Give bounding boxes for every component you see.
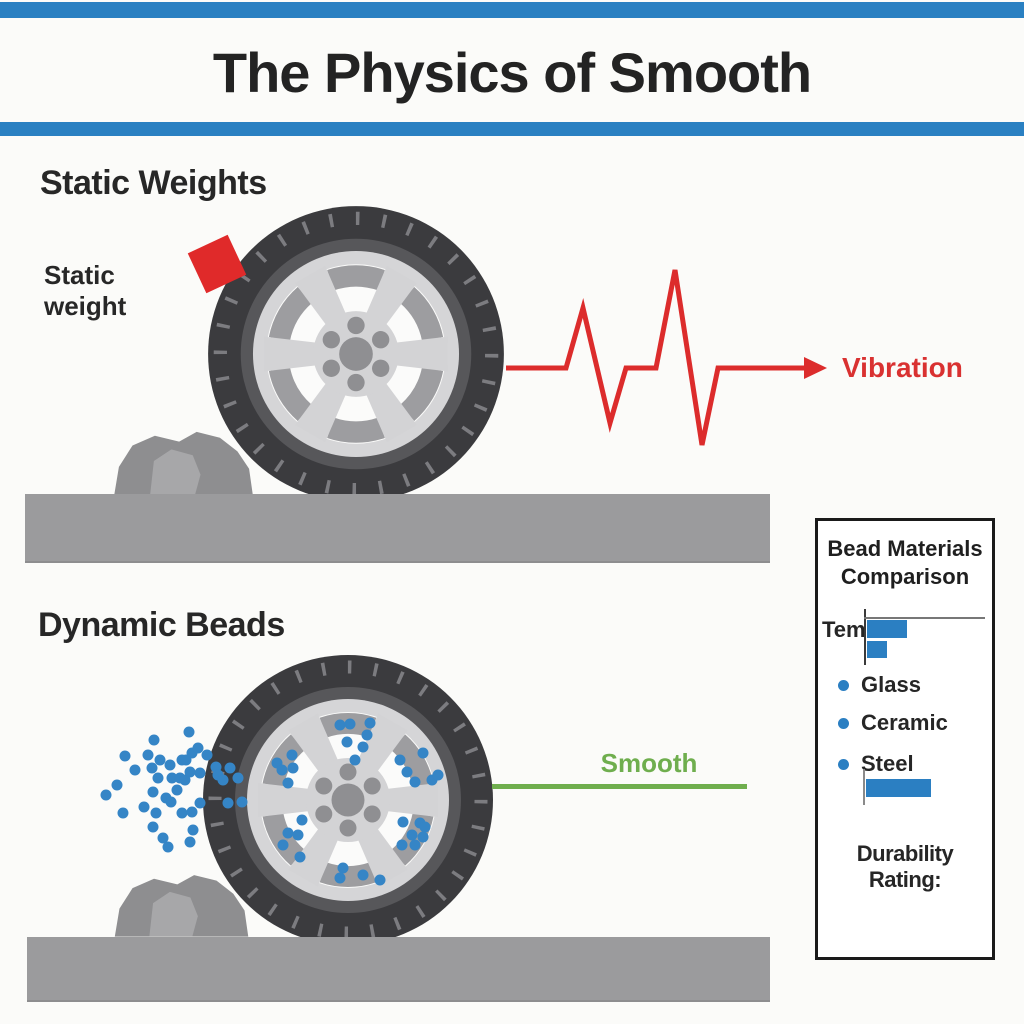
ground-bar-static <box>25 494 770 563</box>
bullet-dot-icon <box>838 718 849 729</box>
smooth-label: Smooth <box>600 748 698 778</box>
panel-title: Bead Materials Comparison <box>818 535 992 591</box>
rock-icon <box>112 870 252 938</box>
dynamic-beads-heading: Dynamic Beads <box>38 606 285 644</box>
static-weights-heading: Static Weights <box>40 164 267 202</box>
vibration-wave-line <box>506 269 808 446</box>
vibration-arrowhead-icon <box>804 357 827 379</box>
rock-icon <box>110 428 258 496</box>
bullet-dot-icon <box>838 680 849 691</box>
material-row-glass: Glass <box>818 673 992 699</box>
vibration-label: Vibration <box>842 352 963 383</box>
ground-bar-dynamic <box>27 937 770 1002</box>
durability-bar <box>866 779 931 797</box>
top-accent-bar <box>0 2 1024 18</box>
smooth-indicator-line <box>492 784 747 789</box>
temp-axis-label: Tem <box>822 617 866 642</box>
page-title: The Physics of Smooth <box>212 41 812 104</box>
mini-chart-bar-1 <box>867 620 907 638</box>
mini-chart-axis <box>864 609 866 665</box>
mini-chart-baseline <box>864 617 985 619</box>
durability-rating-label: Durability Rating: <box>856 841 954 892</box>
bead-materials-panel: Bead Materials Comparison Tem Glass Cera… <box>815 518 995 960</box>
mini-chart-bar-2 <box>867 641 887 658</box>
panel-title-line1: Bead Materials <box>827 536 983 561</box>
static-weight-label: Static weight <box>44 260 127 321</box>
material-label-ceramic: Ceramic <box>861 710 948 735</box>
material-label-steel: Steel <box>861 751 914 776</box>
material-label-glass: Glass <box>861 672 921 697</box>
title-underline-bar <box>0 122 1024 136</box>
material-row-ceramic: Ceramic <box>818 711 992 737</box>
durability-chart-axis <box>863 769 865 805</box>
material-row-steel: Steel <box>818 752 992 778</box>
bullet-dot-icon <box>838 759 849 770</box>
panel-title-line2: Comparison <box>840 564 970 589</box>
